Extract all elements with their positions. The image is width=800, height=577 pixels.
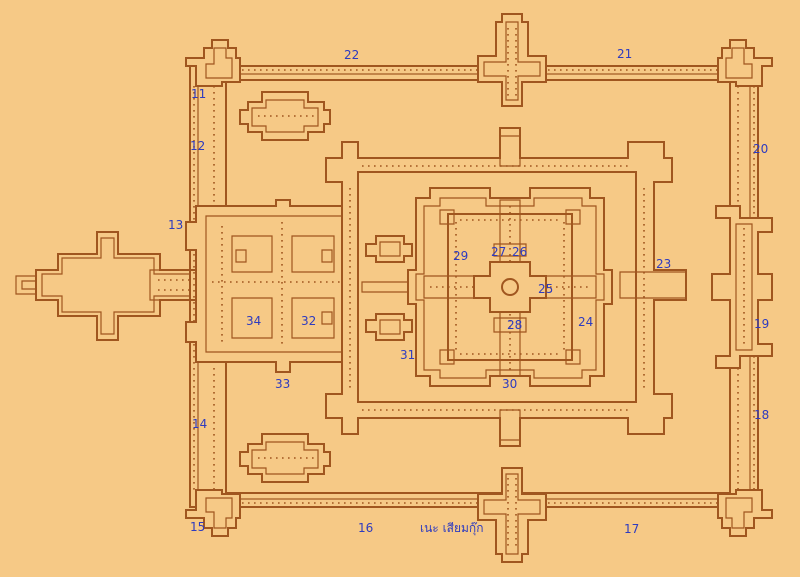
west-outer-gopura xyxy=(149,199,363,373)
label-29: 29 xyxy=(453,249,468,263)
inner-libraries xyxy=(361,235,413,341)
label-18: 18 xyxy=(754,408,769,422)
label-12: 12 xyxy=(190,139,205,153)
central-temple xyxy=(407,187,613,387)
label-27: 27 xyxy=(491,245,506,259)
label-13: 13 xyxy=(168,218,183,232)
label-11: 11 xyxy=(191,87,206,101)
number-labels: 11 12 13 14 15 16 17 18 19 20 21 22 23 2… xyxy=(168,47,769,536)
label-20: 20 xyxy=(753,142,768,156)
label-30: 30 xyxy=(502,377,517,391)
outer-corner-towers xyxy=(185,39,773,537)
label-24: 24 xyxy=(578,315,593,329)
label-16: 16 xyxy=(358,521,373,535)
label-26: 26 xyxy=(512,245,527,259)
label-28: 28 xyxy=(507,318,522,332)
label-14: 14 xyxy=(192,417,207,431)
outer-gopuras xyxy=(477,13,773,563)
label-17: 17 xyxy=(624,522,639,536)
outer-libraries xyxy=(239,91,331,483)
label-15: 15 xyxy=(190,520,205,534)
label-22: 22 xyxy=(344,48,359,62)
west-entrance-pavilion xyxy=(15,231,197,341)
label-19: 19 xyxy=(754,317,769,331)
map-caption: เนะ เสียมกุ๊ก xyxy=(420,521,483,536)
label-31: 31 xyxy=(400,348,415,362)
label-25: 25 xyxy=(538,282,553,296)
label-33: 33 xyxy=(275,377,290,391)
label-32: 32 xyxy=(301,314,316,328)
label-21: 21 xyxy=(617,47,632,61)
label-34: 34 xyxy=(246,314,261,328)
label-23: 23 xyxy=(656,257,671,271)
